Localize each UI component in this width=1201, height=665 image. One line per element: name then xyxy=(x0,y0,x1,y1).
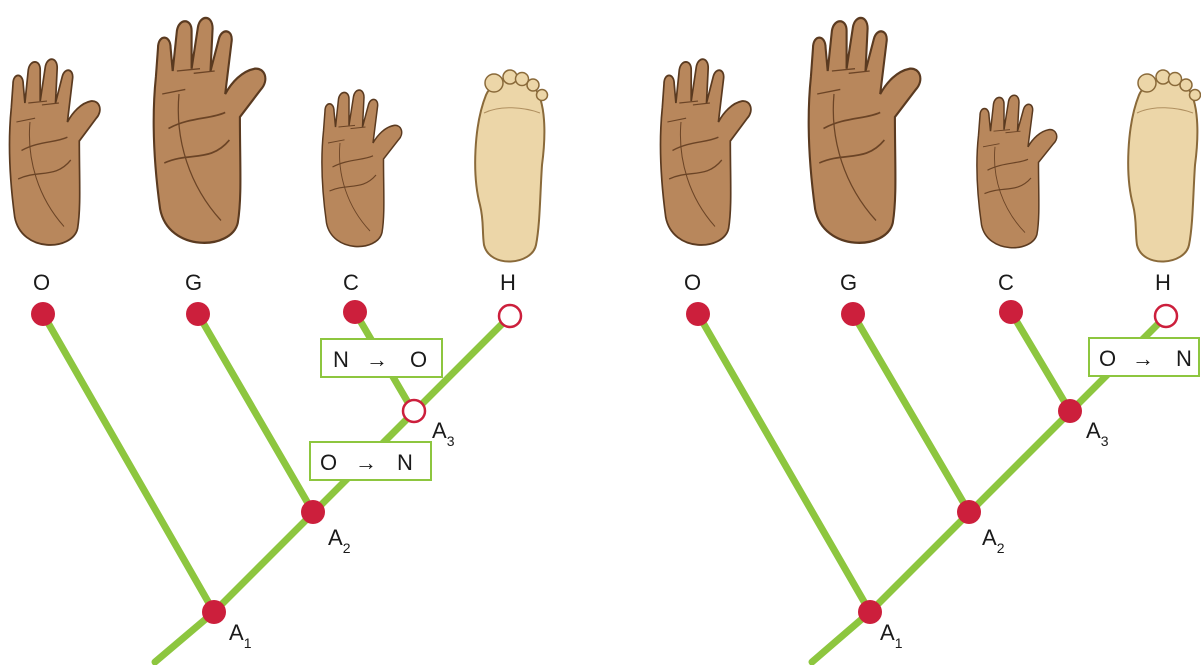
ancestor-node-a1 xyxy=(202,600,226,624)
taxon-label-h: H xyxy=(1155,270,1171,295)
transition-to: N xyxy=(397,450,413,475)
transition-box-n-to-o: N → O xyxy=(320,338,443,378)
taxon-label-h: H xyxy=(500,270,516,295)
ancestor-node-a2 xyxy=(957,500,981,524)
transition-from: O xyxy=(320,450,337,475)
tip-node-h xyxy=(1153,303,1179,329)
transition-arrow-icon: → xyxy=(366,347,388,372)
taxon-label-g: G xyxy=(840,270,857,295)
transition-to: O xyxy=(410,347,427,372)
transition-from: N xyxy=(333,347,349,372)
ancestor-label-a3: A3 xyxy=(1086,418,1109,449)
human-foot-icon xyxy=(1127,69,1201,263)
transition-arrow-icon: → xyxy=(355,450,377,475)
taxon-label-o: O xyxy=(684,270,701,295)
chimpanzee-hand-icon xyxy=(976,94,1058,249)
taxon-label-c: C xyxy=(343,270,359,295)
ancestor-node-a1 xyxy=(858,600,882,624)
transition-box-o-to-n: O → N xyxy=(1088,337,1200,377)
tip-node-h xyxy=(497,303,523,329)
ancestor-label-a3: A3 xyxy=(432,418,455,449)
chimpanzee-hand-icon xyxy=(321,89,403,248)
tip-node-c xyxy=(999,300,1023,324)
ancestor-node-a3 xyxy=(1058,399,1082,423)
transition-to: N xyxy=(1176,346,1192,371)
tip-node-c xyxy=(343,300,367,324)
orangutan-hand-icon xyxy=(8,58,101,246)
orangutan-hand-icon xyxy=(659,58,752,246)
human-foot-icon xyxy=(474,69,549,263)
transition-box-o-to-n: O → N xyxy=(309,441,432,481)
ancestor-label-a1: A1 xyxy=(880,620,903,651)
gorilla-hand-icon xyxy=(152,16,267,244)
ancestor-label-a2: A2 xyxy=(328,525,351,556)
tip-node-g xyxy=(186,302,210,326)
left-panel: O G C H A1 A2 A3 N → O O → N xyxy=(8,16,549,665)
tip-node-o xyxy=(31,302,55,326)
transition-from: O xyxy=(1099,346,1116,371)
tip-node-g xyxy=(841,302,865,326)
ancestor-node-a2 xyxy=(301,500,325,524)
transition-arrow-icon: → xyxy=(1132,346,1154,371)
right-panel: O G C H A1 A2 A3 O → N xyxy=(659,16,1201,665)
taxon-label-o: O xyxy=(33,270,50,295)
ancestor-node-a3 xyxy=(401,398,427,424)
taxon-label-c: C xyxy=(998,270,1014,295)
tip-node-o xyxy=(686,302,710,326)
taxon-label-g: G xyxy=(185,270,202,295)
ancestor-label-a1: A1 xyxy=(229,620,252,651)
ancestor-label-a2: A2 xyxy=(982,525,1005,556)
gorilla-hand-icon xyxy=(807,16,922,244)
